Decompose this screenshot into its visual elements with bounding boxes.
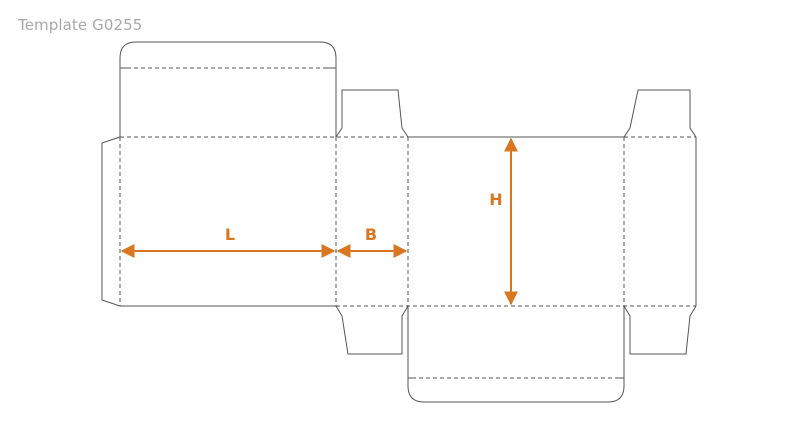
height-label: H: [489, 190, 502, 209]
glue-flap: [101, 136, 121, 307]
dimension-breadth: B: [336, 225, 408, 258]
length-label: L: [225, 225, 235, 244]
template-title: Template G0255: [18, 16, 143, 34]
top-dust-flap-1: [335, 89, 409, 138]
breadth-label: B: [365, 225, 377, 244]
bottom-tuck-flap: [407, 306, 625, 403]
top-dust-flap-2: [623, 89, 697, 138]
fold-lines: [119, 136, 696, 307]
bottom-dust-flap-2: [623, 305, 697, 355]
panel-outline: [119, 68, 697, 307]
dimension-height: H: [489, 137, 518, 306]
top-tuck-flap: [119, 41, 337, 69]
bottom-dust-flap-1: [335, 305, 409, 355]
dimension-length: L: [120, 225, 336, 258]
